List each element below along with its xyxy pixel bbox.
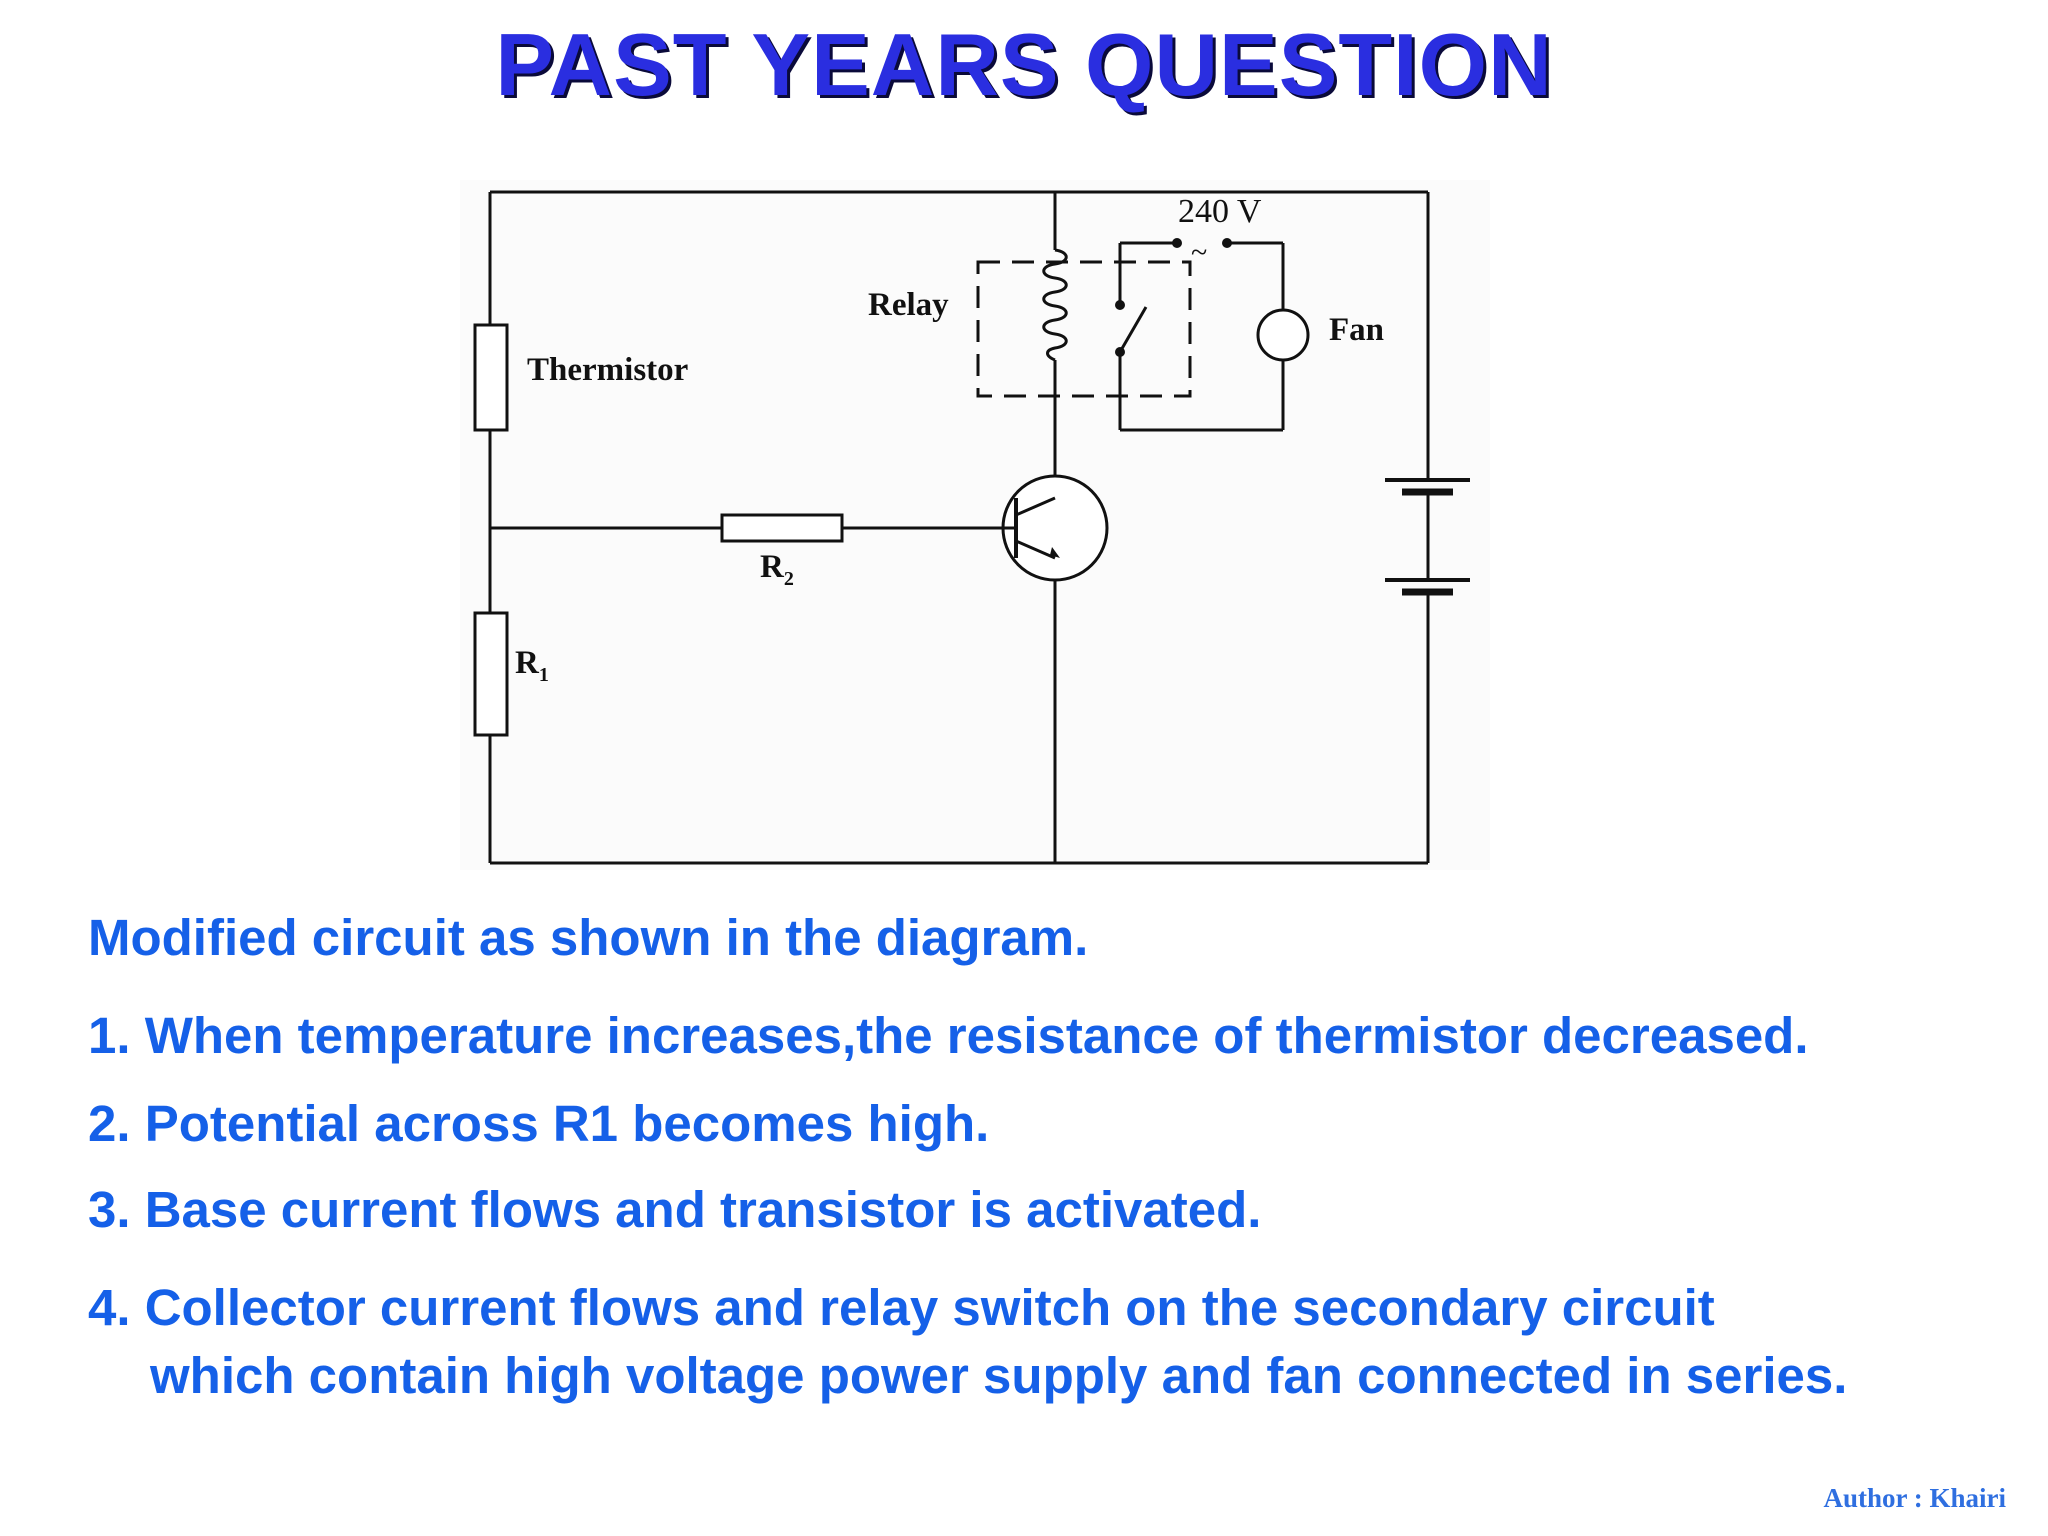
point-4-line-2: which contain high voltage power supply … <box>150 1347 1848 1404</box>
relay-coil <box>1042 248 1068 362</box>
r1-label: R1 <box>515 645 549 686</box>
circuit-diagram: 240 V ~ Relay Fan Thermistor R2 R1 <box>460 180 1490 870</box>
thermistor-symbol <box>473 323 509 432</box>
point-2: 2. Potential across R1 becomes high. <box>88 1095 990 1152</box>
point-1: 1. When temperature increases,the resist… <box>88 1007 1809 1064</box>
transistor-symbol <box>1001 474 1109 582</box>
r2-symbol <box>720 513 844 543</box>
thermistor-label: Thermistor <box>527 352 688 388</box>
voltage-label: 240 V <box>1178 193 1262 230</box>
intro-text: Modified circuit as shown in the diagram… <box>88 909 1089 966</box>
transistor-collector-lead <box>1015 496 1056 517</box>
ac-terminal-right <box>1222 238 1232 248</box>
point-4: 4. Collector current flows and relay swi… <box>88 1274 1847 1410</box>
relay-switch-blade <box>1118 306 1148 353</box>
fan-symbol <box>1256 308 1310 362</box>
author-credit: Author : Khairi <box>1823 1483 2006 1513</box>
emitter-arrow <box>1050 547 1060 558</box>
fan-label: Fan <box>1329 312 1384 348</box>
ac-terminal-left <box>1172 238 1182 248</box>
r1-symbol <box>473 611 509 737</box>
relay-box <box>976 260 1192 398</box>
transistor-emitter-lead <box>1015 539 1056 560</box>
point-4-line-1: 4. Collector current flows and relay swi… <box>88 1279 1715 1336</box>
r2-label: R2 <box>760 549 794 590</box>
relay-label: Relay <box>868 287 949 323</box>
switch-contact-top <box>1115 300 1125 310</box>
slide-title: PAST YEARS QUESTION <box>495 15 1553 114</box>
ac-symbol: ~ <box>1191 236 1207 269</box>
switch-contact-bottom <box>1115 347 1125 357</box>
point-3: 3. Base current flows and transistor is … <box>88 1181 1262 1238</box>
